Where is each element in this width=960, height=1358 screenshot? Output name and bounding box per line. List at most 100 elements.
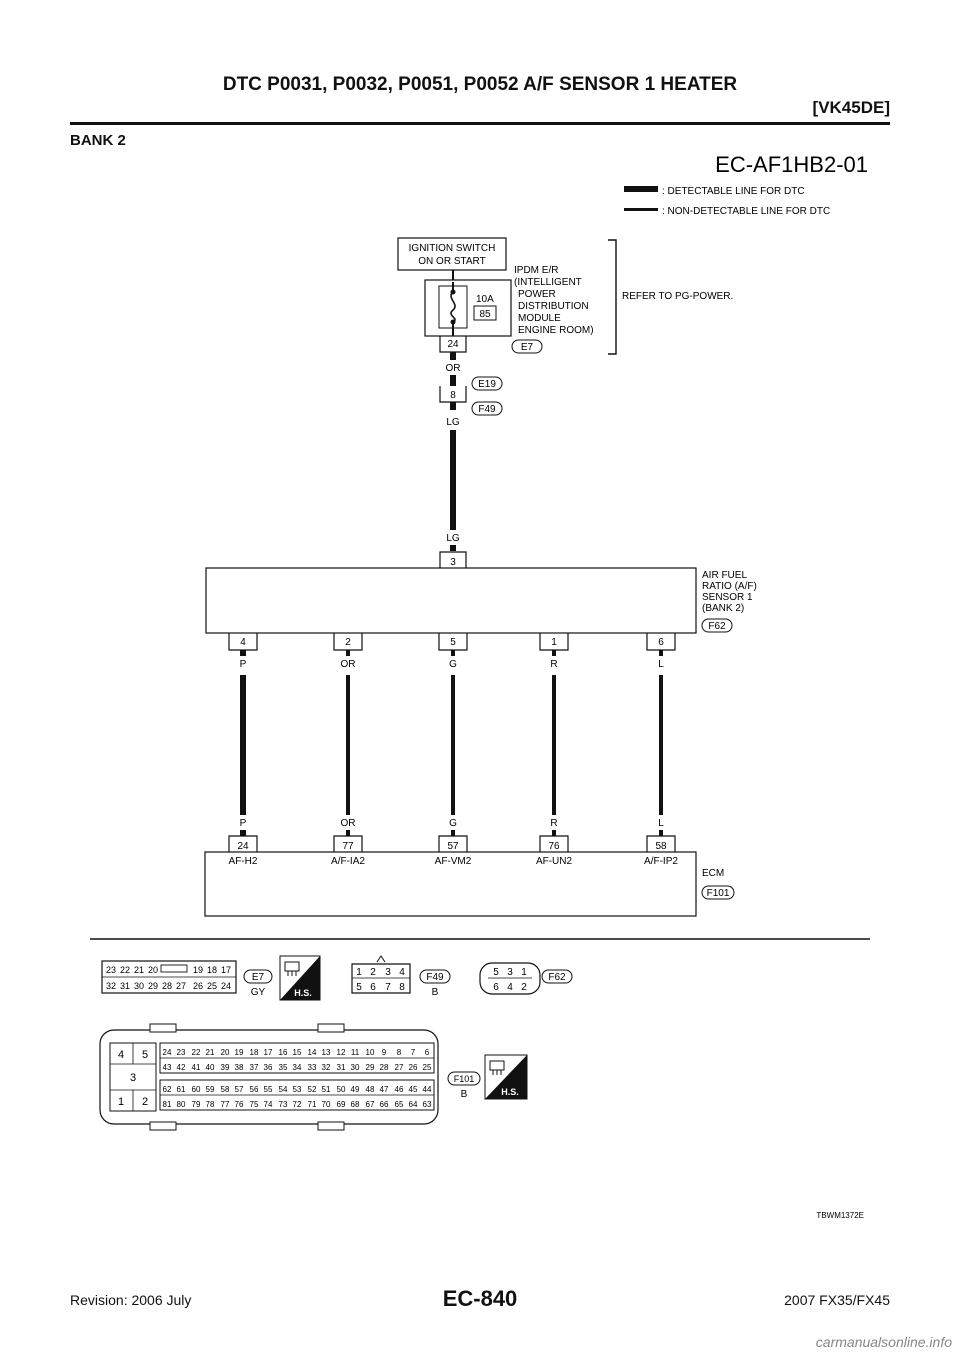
svg-text:79: 79	[192, 1100, 201, 1109]
svg-text:22: 22	[192, 1048, 201, 1057]
sensor-pin: 2	[345, 637, 351, 648]
svg-text:3: 3	[385, 967, 391, 978]
revision: Revision: 2006 July	[70, 1292, 192, 1308]
svg-text:7: 7	[411, 1048, 416, 1057]
svg-text:63: 63	[423, 1100, 432, 1109]
svg-text:A/F-IP2: A/F-IP2	[644, 856, 678, 867]
svg-text:80: 80	[177, 1100, 186, 1109]
svg-text:1: 1	[118, 1096, 124, 1108]
legend-detectable: : DETECTABLE LINE FOR DTC	[662, 186, 805, 197]
wire-color-lg-top: LG	[446, 417, 460, 428]
ipdm-box	[424, 279, 512, 337]
svg-text:22: 22	[120, 965, 130, 975]
wire-color-label: P	[240, 818, 247, 829]
svg-text:ENGINE ROOM): ENGINE ROOM)	[518, 325, 594, 336]
svg-text:AF-VM2: AF-VM2	[435, 856, 472, 867]
svg-text:56: 56	[250, 1085, 259, 1094]
section-title: BANK 2	[70, 132, 126, 149]
ecm-pin: 57	[447, 841, 459, 852]
svg-text:A/F-IA2: A/F-IA2	[331, 856, 365, 867]
svg-text:28: 28	[380, 1063, 389, 1072]
fuse-number: 85	[479, 309, 491, 320]
svg-text:41: 41	[192, 1063, 201, 1072]
af-sensor-label: AIR FUEL RATIO (A/F) SENSOR 1 (BANK 2)	[702, 570, 757, 614]
svg-text:1: 1	[521, 967, 527, 978]
wire-r	[552, 675, 556, 815]
svg-text:26: 26	[409, 1063, 418, 1072]
svg-text:31: 31	[337, 1063, 346, 1072]
svg-text:27: 27	[176, 981, 186, 991]
svg-text:60: 60	[192, 1085, 201, 1094]
svg-text:34: 34	[293, 1063, 302, 1072]
svg-text:4: 4	[118, 1049, 124, 1061]
svg-text:8: 8	[399, 982, 405, 993]
svg-text:65: 65	[395, 1100, 404, 1109]
svg-text:67: 67	[366, 1100, 375, 1109]
svg-text:18: 18	[250, 1048, 259, 1057]
svg-text:14: 14	[308, 1048, 317, 1057]
legend-thin-line	[624, 208, 658, 211]
svg-text:IPDM E/R: IPDM E/R	[514, 265, 558, 276]
svg-text:6: 6	[493, 982, 499, 993]
refer-bracket	[608, 239, 617, 355]
wire-g	[451, 675, 455, 815]
wire-color-lg-bottom: LG	[446, 533, 460, 544]
svg-text:24: 24	[163, 1048, 172, 1057]
svg-text:MODULE: MODULE	[518, 313, 561, 324]
svg-text:2: 2	[142, 1096, 148, 1108]
legend-non-detectable: : NON-DETECTABLE LINE FOR DTC	[662, 206, 830, 217]
svg-text:71: 71	[308, 1100, 317, 1109]
svg-text:4: 4	[507, 982, 513, 993]
svg-text:70: 70	[322, 1100, 331, 1109]
svg-text:3: 3	[130, 1072, 136, 1084]
ipdm-pin: 24	[447, 339, 459, 350]
svg-text:21: 21	[206, 1048, 215, 1057]
ignition-line2: ON OR START	[418, 256, 485, 267]
ecm-terminal-labels: AF-H2 A/F-IA2 AF-VM2 AF-UN2 A/F-IP2	[229, 856, 679, 867]
svg-text:2: 2	[521, 982, 527, 993]
e7-id: E7	[252, 972, 265, 983]
harness-side-icon: H.S.	[484, 1054, 528, 1100]
svg-text:39: 39	[221, 1063, 230, 1072]
svg-text:7: 7	[385, 982, 391, 993]
sensor-pins: 4 2 5 1 6	[228, 633, 676, 651]
wire-color-label: R	[550, 659, 557, 670]
svg-text:AF-H2: AF-H2	[229, 856, 258, 867]
svg-text:47: 47	[380, 1085, 389, 1094]
connector-f101-face: 4 5 3 1 2 24 23 22 21 20 19 18 17 16 15 …	[99, 1023, 481, 1131]
refer-note: REFER TO PG-POWER.	[622, 291, 733, 302]
svg-text:36: 36	[264, 1063, 273, 1072]
wire-or-sensor	[346, 675, 350, 815]
connector-f49-face: 1 2 3 4 5 6 7 8 F49 B	[351, 955, 451, 998]
joint-connector-top: E19	[478, 379, 496, 390]
svg-text:49: 49	[351, 1085, 360, 1094]
svg-text:40: 40	[206, 1063, 215, 1072]
svg-text:29: 29	[148, 981, 158, 991]
svg-text:29: 29	[366, 1063, 375, 1072]
svg-text:57: 57	[235, 1085, 244, 1094]
ecm-pin: 77	[342, 841, 354, 852]
page-number: EC-840	[442, 1286, 518, 1311]
svg-text:8: 8	[397, 1048, 402, 1057]
svg-text:AF-UN2: AF-UN2	[536, 856, 573, 867]
svg-text:H.S.: H.S.	[294, 988, 312, 998]
svg-text:81: 81	[163, 1100, 172, 1109]
svg-text:15: 15	[293, 1048, 302, 1057]
ecm-pins: 24 77 57 76 58	[228, 835, 676, 852]
svg-text:31: 31	[120, 981, 130, 991]
svg-text:6: 6	[425, 1048, 430, 1057]
connector-f62-face: 5 3 1 6 4 2 F62	[479, 962, 573, 995]
svg-text:5: 5	[493, 967, 499, 978]
figure-id: TBWM1372E	[816, 1211, 864, 1220]
svg-text:69: 69	[337, 1100, 346, 1109]
wire-color-label: OR	[341, 818, 356, 829]
legend-thick-line	[624, 186, 658, 192]
wire-l	[659, 675, 663, 815]
svg-text:72: 72	[293, 1100, 302, 1109]
svg-text:48: 48	[366, 1085, 375, 1094]
svg-text:13: 13	[322, 1048, 331, 1057]
f101-id: F101	[454, 1074, 475, 1084]
svg-text:21: 21	[134, 965, 144, 975]
svg-text:37: 37	[250, 1063, 259, 1072]
f62-id: F62	[548, 972, 566, 983]
